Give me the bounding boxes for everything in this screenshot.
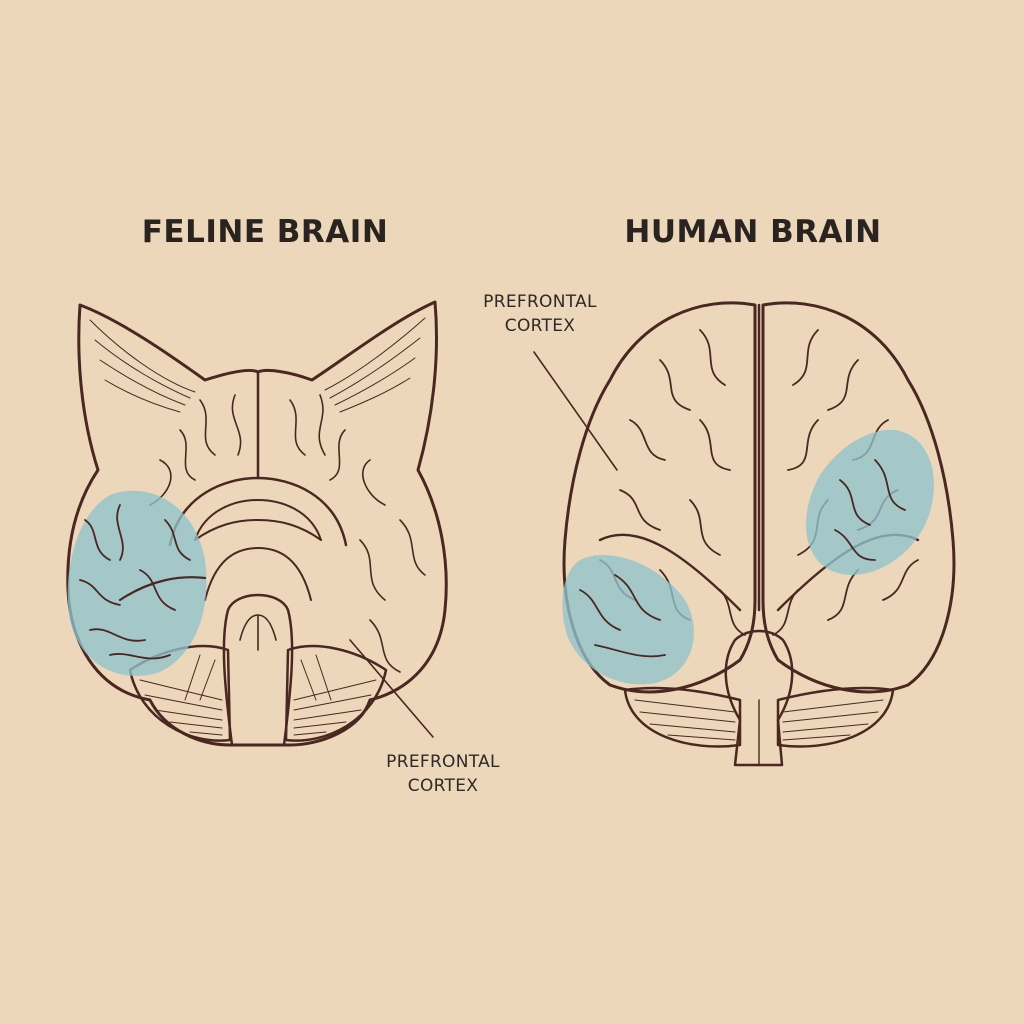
human-prefrontal-cortex-label: PREFRONTAL CORTEX xyxy=(465,290,615,338)
human-prefrontal-highlight-right xyxy=(806,429,934,575)
human-brain-drawing xyxy=(533,301,956,767)
label-line-1: PREFRONTAL xyxy=(483,292,597,312)
human-prefrontal-highlight-left xyxy=(562,554,694,685)
feline-annotation-leader-line xyxy=(349,639,434,738)
feline-brain-drawing xyxy=(66,300,448,747)
label-line-2: CORTEX xyxy=(407,776,479,796)
human-brain-title: HUMAN BRAIN xyxy=(624,214,882,250)
feline-prefrontal-cortex-label: PREFRONTAL CORTEX xyxy=(368,750,518,798)
label-line-1: PREFRONTAL xyxy=(386,752,500,772)
feline-brain-title: FELINE BRAIN xyxy=(141,214,389,250)
human-annotation-leader-line xyxy=(533,351,618,471)
label-line-2: CORTEX xyxy=(504,316,576,336)
